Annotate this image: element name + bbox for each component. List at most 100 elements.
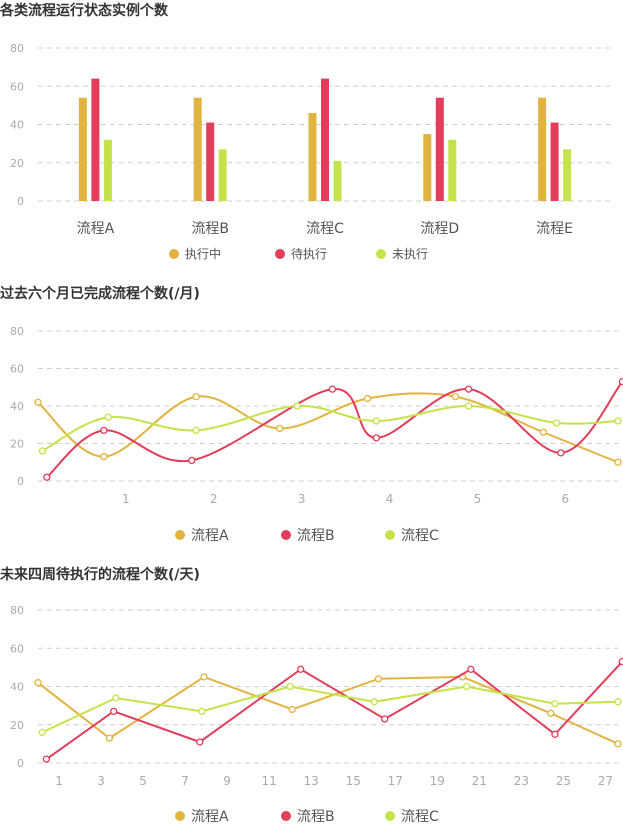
bar-chart-bar — [448, 139, 457, 201]
bar-chart-legend-label: 待执行 — [291, 247, 327, 261]
monthly-line-chart-data-point — [192, 426, 200, 435]
daily-line-chart-data-point — [618, 657, 623, 666]
monthly-line-chart-y-tick-label: 80 — [10, 325, 24, 338]
daily-line-chart-legend-label: 流程B — [297, 809, 335, 824]
daily-line-chart-data-point — [547, 709, 555, 717]
bar-chart-bar — [218, 149, 227, 201]
monthly-line-chart-data-point — [100, 426, 108, 435]
daily-line-chart-y-tick-label: 80 — [10, 604, 24, 617]
daily-line-chart-data-point — [288, 705, 296, 714]
daily-line-chart-y-tick-label: 20 — [10, 719, 24, 732]
monthly-line-chart-data-point — [552, 419, 561, 427]
monthly-line-chart-data-point — [328, 385, 337, 393]
bar-chart-bar — [78, 97, 87, 201]
monthly-line-chart-data-point — [276, 424, 284, 433]
daily-line-chart-series-line — [45, 660, 623, 760]
monthly-line-chart-title: 过去六个月已完成流程个数(/月) — [0, 286, 200, 302]
daily-line-chart-x-tick-label: 23 — [514, 774, 529, 788]
daily-line-chart-x-tick-label: 15 — [346, 774, 361, 788]
monthly-line-chart-x-tick-label: 1 — [122, 492, 130, 506]
bar-chart-bar — [103, 139, 112, 201]
daily-line-chart-x-tick-label: 5 — [139, 774, 147, 788]
daily-line-chart-y-tick-label: 60 — [10, 642, 24, 655]
bar-chart-bar — [563, 149, 572, 201]
daily-line-chart-legend-marker — [281, 811, 291, 821]
monthly-line-chart-data-point — [614, 458, 622, 466]
bar-chart-y-tick-label: 80 — [10, 42, 24, 55]
bar-chart-panel: 各类流程运行状态实例个数 0 20 40 60 80 流程A 流程B 流程C 流程D 流程E 执行中… — [0, 0, 623, 270]
monthly-line-chart-x-tick-label: 2 — [210, 492, 218, 506]
monthly-line-chart-series-line — [41, 404, 619, 452]
bar-chart-legend-label: 执行中 — [185, 246, 221, 261]
bar-chart-svg: 0 20 40 60 80 流程A 流程B 流程C 流程D 流程E 执行中 待执行 未执行 — [10, 42, 612, 261]
daily-line-chart-x-tick-label: 7 — [181, 774, 189, 788]
monthly-line-chart-data-point — [100, 452, 108, 461]
daily-line-chart-x-tick-label: 9 — [223, 774, 231, 788]
monthly-line-chart-series-line — [37, 392, 619, 464]
bar-chart-category-label: 流程C — [306, 221, 344, 237]
daily-line-chart-data-point — [551, 700, 559, 708]
monthly-line-chart-series-line — [46, 380, 623, 479]
bar-chart-legend-marker — [275, 249, 285, 259]
monthly-line-chart-legend-label: 流程A — [191, 528, 229, 544]
bar-chart-legend-marker — [169, 249, 179, 259]
daily-line-chart-data-point — [198, 707, 206, 716]
monthly-line-chart-data-point — [34, 398, 42, 406]
bar-chart-bar — [435, 97, 444, 201]
daily-line-chart-legend-marker — [175, 811, 185, 821]
daily-line-chart-x-tick-label: 17 — [388, 774, 403, 788]
bar-chart-legend-marker — [376, 249, 386, 259]
bar-chart-bar — [91, 78, 100, 201]
daily-line-chart-x-tick-label: 25 — [556, 774, 571, 788]
monthly-line-chart-legend-marker — [385, 530, 395, 540]
daily-line-chart-legend-label: 流程C — [401, 809, 439, 824]
daily-line-chart-data-point — [614, 698, 622, 706]
daily-line-chart-data-point — [200, 673, 208, 681]
bar-chart-category-label: 流程B — [191, 221, 229, 237]
monthly-line-chart-data-point — [614, 417, 622, 425]
daily-line-chart-data-point — [467, 665, 475, 673]
daily-line-chart-data-point — [374, 675, 383, 683]
daily-line-chart-title: 未来四周待执行的流程个数(/天) — [0, 567, 200, 583]
monthly-line-chart-y-tick-label: 40 — [10, 400, 24, 413]
monthly-line-chart-data-point — [192, 392, 200, 401]
monthly-line-chart-legend-marker — [175, 530, 185, 540]
bar-chart-category-label: 流程A — [77, 221, 115, 237]
daily-line-chart-data-point — [381, 715, 389, 723]
monthly-line-chart-data-point — [293, 402, 301, 410]
daily-line-chart-data-point — [105, 734, 114, 742]
monthly-line-chart-data-point — [104, 413, 112, 421]
daily-line-chart-data-point — [42, 755, 51, 763]
monthly-line-chart-data-point — [363, 394, 372, 403]
bar-chart-y-tick-label: 20 — [10, 157, 24, 170]
bar-chart-y-tick-label: 40 — [10, 119, 24, 132]
daily-line-chart-x-tick-label: 11 — [262, 774, 277, 788]
bar-chart-y-tick-label: 60 — [10, 80, 24, 93]
daily-line-chart-x-tick-label: 3 — [97, 774, 105, 788]
bar-chart-y-tick-label: 0 — [17, 195, 24, 208]
bar-chart-bar — [333, 160, 342, 201]
bar-chart-category-label: 流程D — [420, 221, 459, 237]
monthly-line-chart-x-tick-label: 3 — [298, 492, 306, 506]
monthly-line-chart-data-point — [618, 377, 623, 386]
daily-line-chart-data-point — [614, 740, 622, 748]
bar-chart-legend-label: 未执行 — [392, 247, 428, 261]
daily-line-chart-legend-marker — [385, 811, 395, 821]
monthly-line-chart-y-tick-label: 0 — [17, 475, 24, 488]
bar-chart-bar — [206, 122, 215, 201]
daily-line-chart-legend-label: 流程A — [191, 809, 229, 824]
daily-line-chart-data-point — [112, 694, 120, 702]
daily-line-chart-x-tick-label: 1 — [55, 774, 63, 788]
monthly-line-chart-y-tick-label: 60 — [10, 363, 24, 376]
bar-chart-title: 各类流程运行状态实例个数 — [0, 3, 168, 19]
bar-chart-category-label: 流程E — [536, 221, 573, 237]
daily-line-chart-data-point — [110, 707, 118, 716]
daily-line-chart-data-point — [286, 682, 294, 691]
daily-line-chart-data-point — [370, 698, 378, 706]
monthly-line-chart-data-point — [43, 473, 51, 481]
monthly-line-chart-data-point — [372, 417, 380, 425]
daily-line-chart-x-tick-label: 13 — [304, 774, 319, 788]
